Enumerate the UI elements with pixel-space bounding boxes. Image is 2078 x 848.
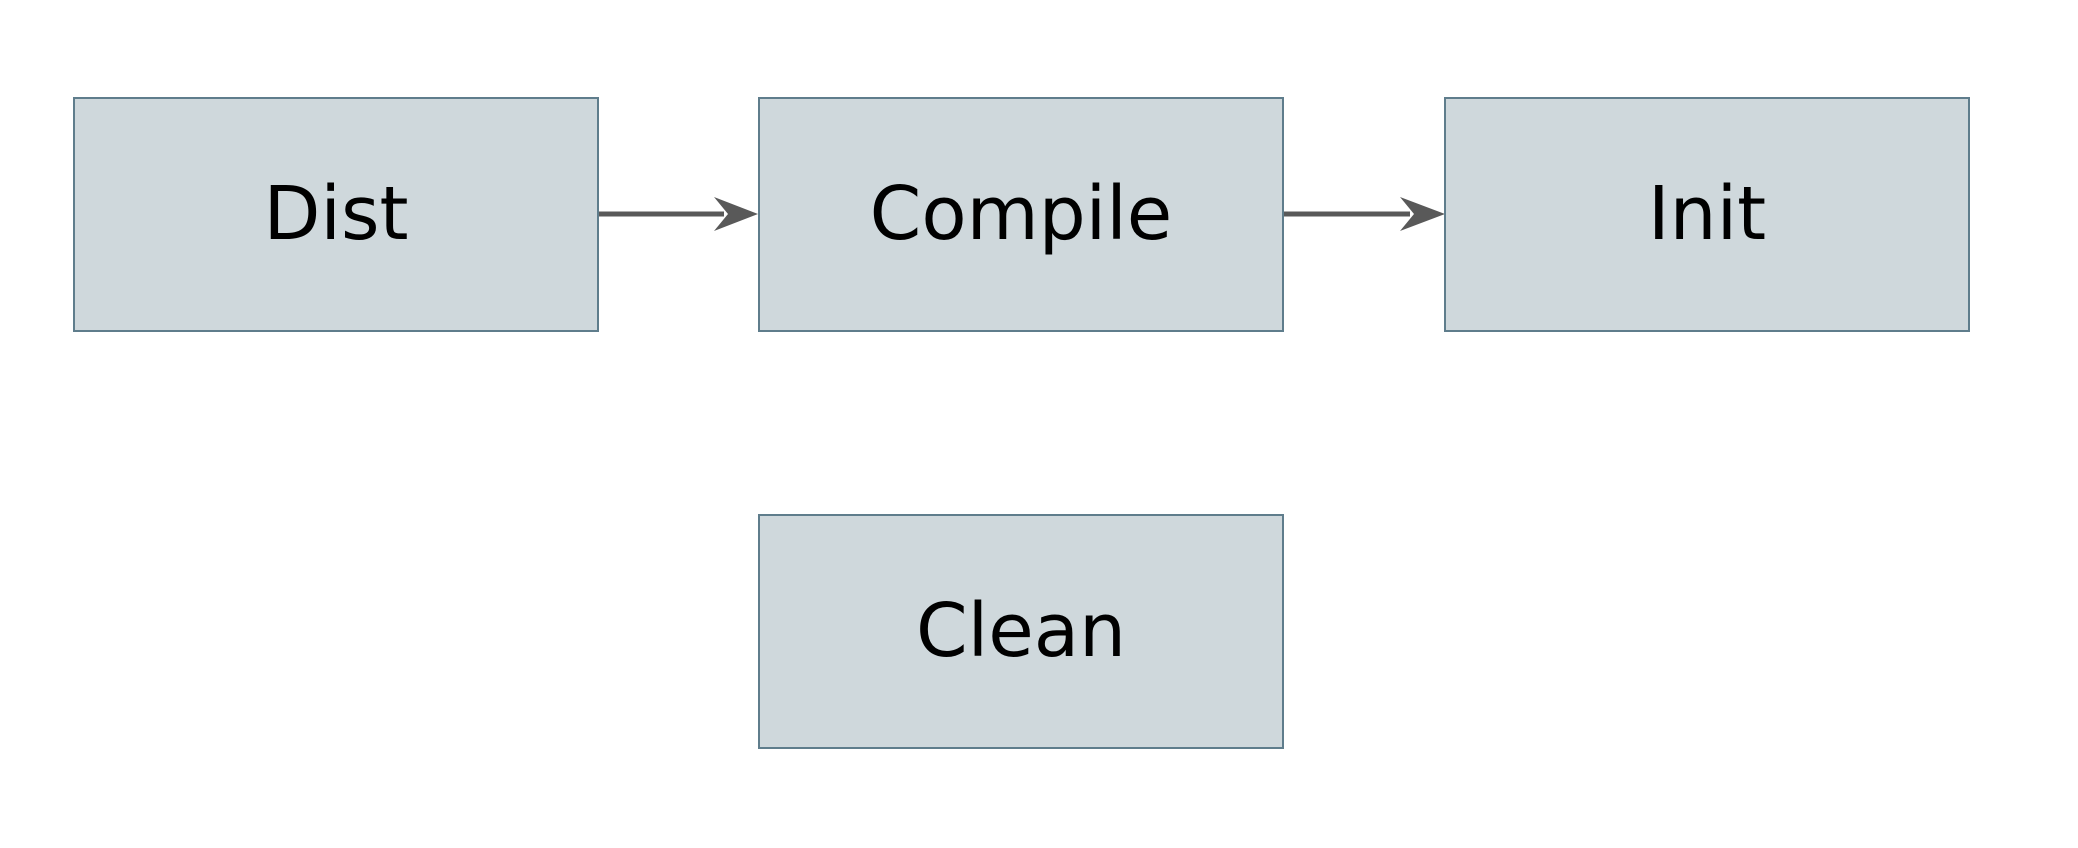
node-box bbox=[758, 514, 1284, 749]
node-dist[interactable]: Dist bbox=[73, 97, 599, 332]
arrowhead-icon bbox=[714, 197, 758, 231]
arrowhead-icon bbox=[1400, 197, 1445, 231]
node-box bbox=[758, 97, 1284, 332]
node-box bbox=[73, 97, 599, 332]
node-label: Clean bbox=[916, 588, 1126, 674]
node-compile[interactable]: Compile bbox=[758, 97, 1284, 332]
edge-dist-to-compile bbox=[598, 197, 758, 231]
node-label: Init bbox=[1648, 171, 1766, 257]
node-clean[interactable]: Clean bbox=[758, 514, 1284, 749]
node-box bbox=[1444, 97, 1970, 332]
node-init[interactable]: Init bbox=[1444, 97, 1970, 332]
node-label: Compile bbox=[870, 171, 1173, 257]
edge-compile-to-init bbox=[1283, 197, 1445, 231]
node-label: Dist bbox=[263, 171, 408, 257]
